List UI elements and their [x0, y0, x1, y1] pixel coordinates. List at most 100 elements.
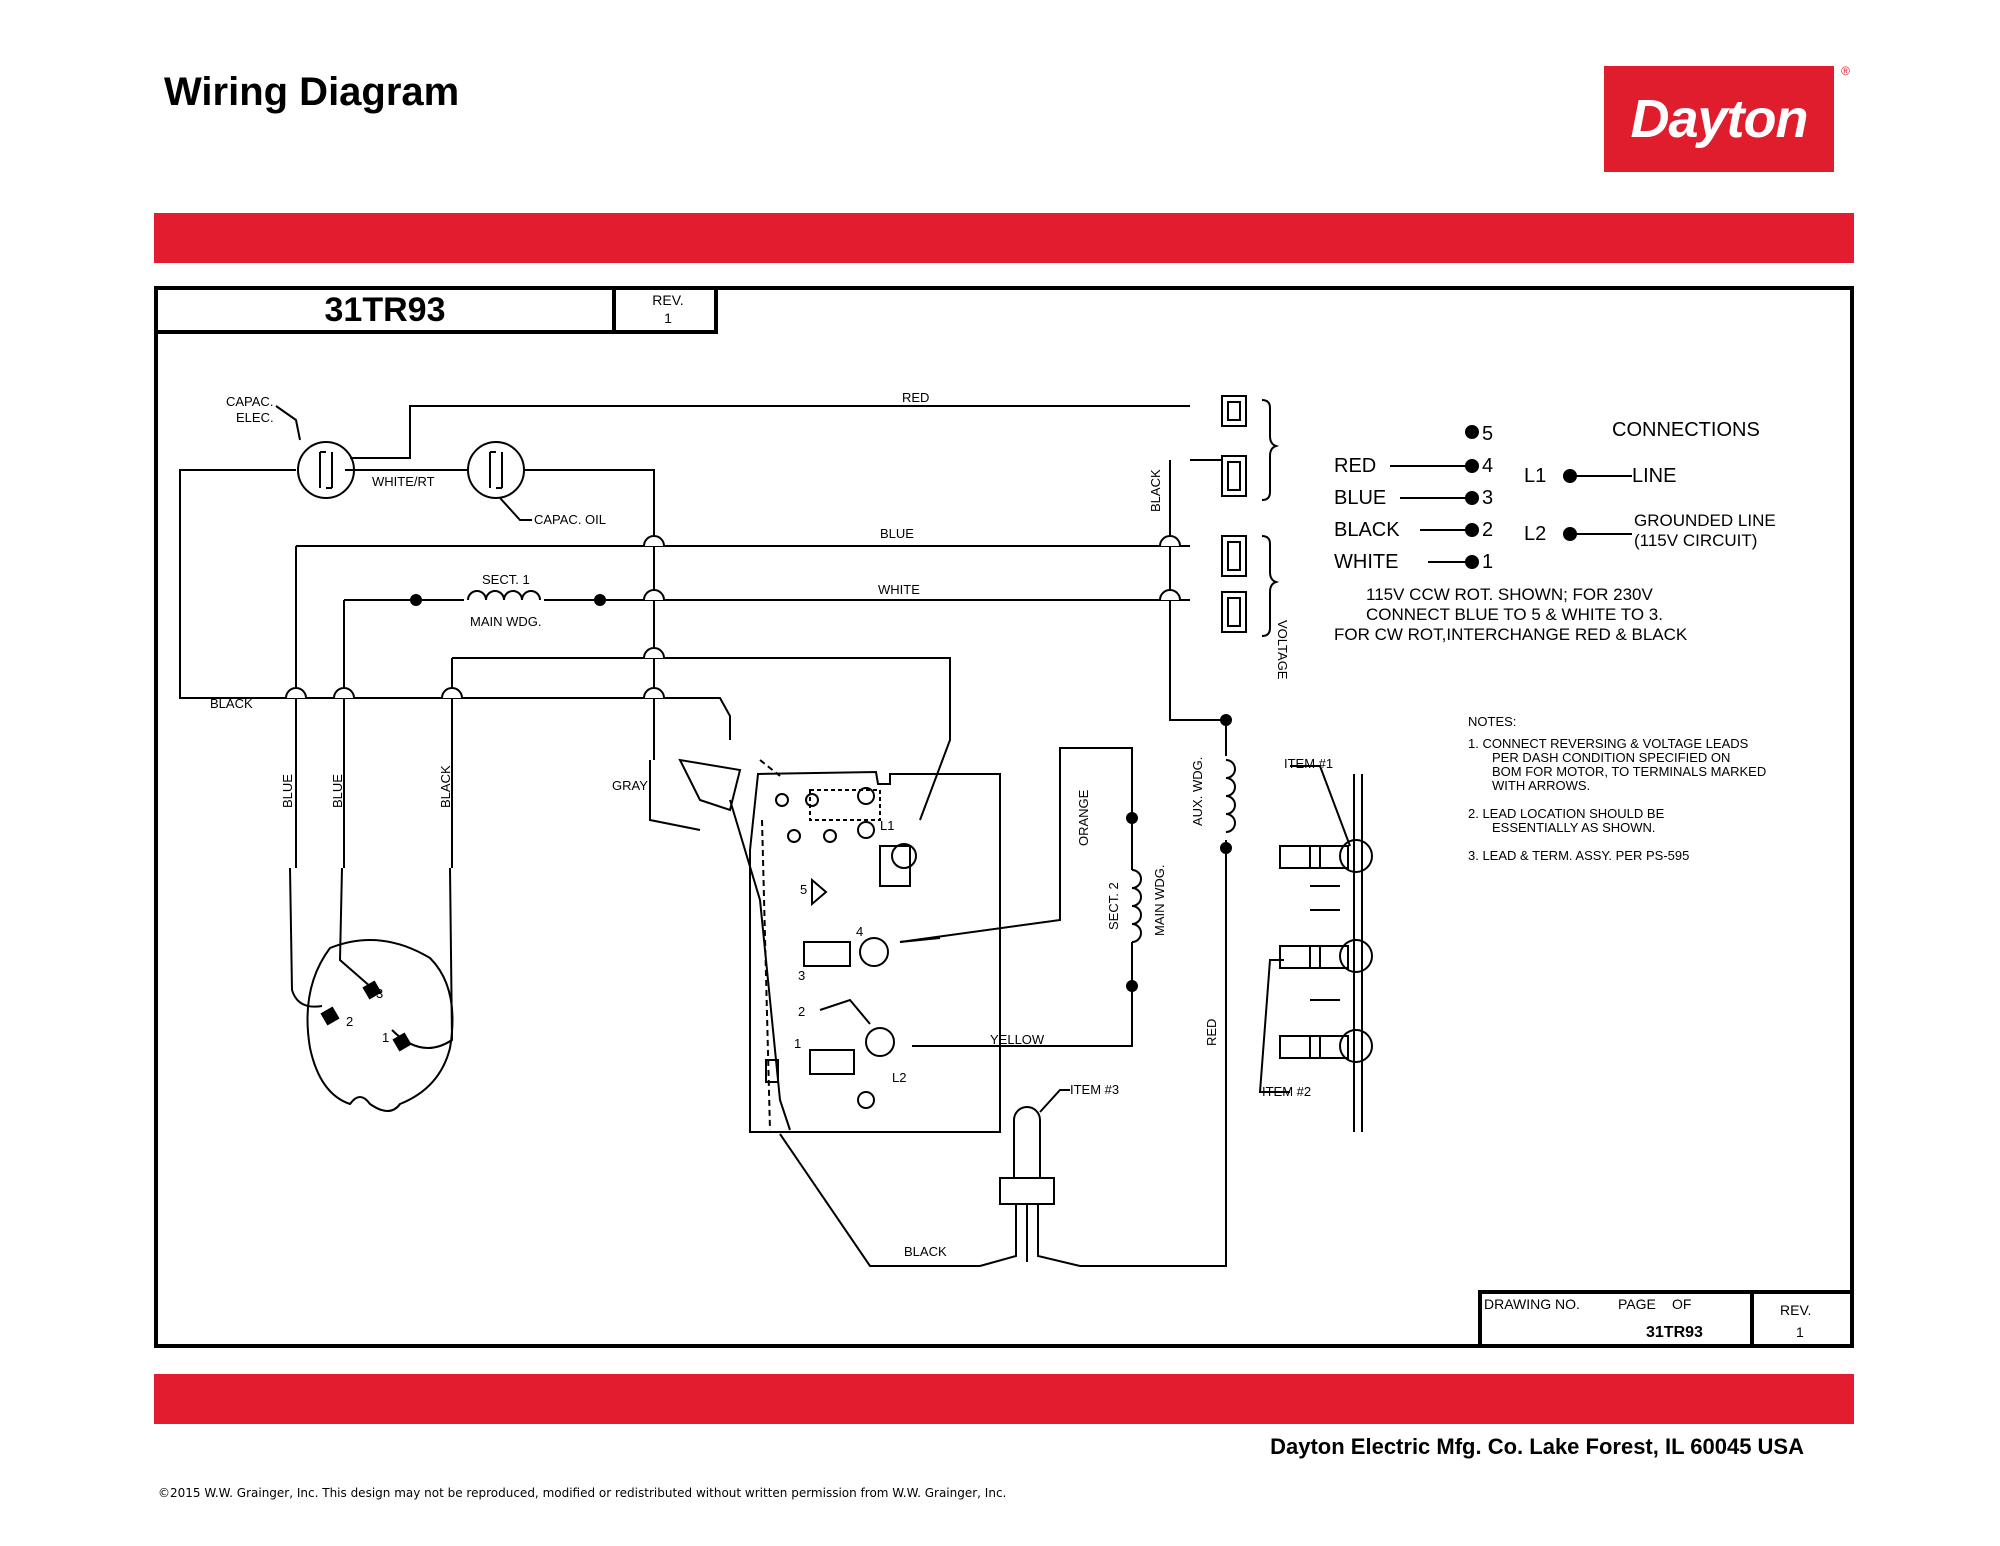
label-capac-elec-2: ELEC. [236, 410, 274, 425]
black-upper-wire [452, 657, 951, 821]
connections-note-2: CONNECT BLUE TO 5 & WHITE TO 3. [1366, 605, 1663, 624]
junction-dot [1220, 714, 1232, 726]
dayton-logo: Dayton ® [1604, 64, 1850, 172]
label-aux-wdg: AUX. WDG. [1190, 757, 1205, 826]
label-gray: GRAY [612, 778, 648, 793]
aux-winding-coil-icon [1225, 759, 1236, 833]
black-bottom-wire [779, 1133, 980, 1267]
connections-note-1: 115V CCW ROT. SHOWN; FOR 230V [1366, 585, 1654, 604]
capac-oil-leader [499, 497, 532, 521]
registered-mark-icon: ® [1841, 64, 1850, 78]
red-wire [350, 405, 1190, 459]
note-1-line-1: 1. CONNECT REVERSING & VOLTAGE LEADS [1468, 736, 1749, 751]
item1-leader [1290, 765, 1351, 847]
l2-target-2: (115V CIRCUIT) [1634, 531, 1757, 550]
quick-connect-terminals [1221, 395, 1247, 633]
orange-yellow-wires [899, 747, 1133, 1047]
junction-dot [1220, 842, 1232, 854]
capac-elec-leader [275, 405, 301, 441]
lead-name-red: RED [1334, 455, 1376, 477]
label-black-v3: BLACK [438, 765, 453, 808]
note-1-line-2: PER DASH CONDITION SPECIFIED ON [1492, 750, 1730, 765]
drawing-no-label: DRAWING NO. [1484, 1296, 1580, 1312]
label-item3: ITEM #3 [1070, 1082, 1119, 1097]
connections-title: CONNECTIONS [1612, 419, 1760, 441]
note-2-line-1: 2. LEAD LOCATION SHOULD BE [1468, 806, 1665, 821]
label-capac-oil: CAPAC. OIL [534, 512, 606, 527]
note-3-line-1: 3. LEAD & TERM. ASSY. PER PS-595 [1468, 848, 1689, 863]
gray-wire [524, 469, 655, 760]
label-terminal-3: 3 [798, 968, 805, 983]
label-item1: ITEM #1 [1284, 756, 1333, 771]
item-terminal-strip [1279, 774, 1373, 1132]
wire-crossovers-3 [1159, 535, 1181, 601]
label-terminal-l1: L1 [880, 818, 894, 833]
label-red: RED [902, 390, 929, 405]
l2-target-1: GROUNDED LINE [1634, 511, 1776, 530]
brace-top [1261, 399, 1280, 501]
wire-crossovers-2 [285, 687, 463, 699]
l2-label: L2 [1524, 523, 1546, 545]
note-1-line-3: BOM FOR MOTOR, TO TERMINALS MARKED [1492, 764, 1766, 779]
lead-num-4: 4 [1482, 455, 1493, 477]
lead-name-blue: BLUE [1334, 487, 1386, 509]
label-sect1-2: MAIN WDG. [470, 614, 542, 629]
note-2-line-2: ESSENTIALLY AS SHOWN. [1492, 820, 1656, 835]
page-label: PAGE [1618, 1296, 1656, 1312]
lead-name-white: WHITE [1334, 551, 1398, 573]
sect2-coil-icon [1131, 869, 1142, 943]
l1-label: L1 [1524, 465, 1546, 487]
black-right-vert-wire [1169, 460, 1226, 721]
wire-crossovers [643, 535, 665, 699]
label-yellow: YELLOW [990, 1032, 1045, 1047]
item3-lamp [979, 1106, 1081, 1267]
capacitor-oil-plates-icon [489, 451, 503, 489]
label-blue-v2: BLUE [330, 774, 345, 808]
black-left-loop-wire [179, 469, 731, 740]
footer-company: Dayton Electric Mfg. Co. Lake Forest, IL… [1270, 1434, 1804, 1459]
bottom-red-band [154, 1374, 1854, 1424]
junction-dot [1126, 812, 1138, 824]
logo-text: Dayton [1630, 89, 1808, 149]
label-plug-2: 2 [346, 1014, 353, 1029]
label-terminal-2: 2 [798, 1004, 805, 1019]
label-sect2-2: MAIN WDG. [1152, 865, 1167, 937]
drawing-number: 31TR93 [1646, 1324, 1703, 1341]
note-1-line-4: WITH ARROWS. [1492, 778, 1590, 793]
t4-lead [899, 937, 941, 943]
connections-note-3: FOR CW ROT,INTERCHANGE RED & BLACK [1334, 625, 1688, 644]
footer-copyright: ©2015 W.W. Grainger, Inc. This design ma… [158, 1486, 1007, 1500]
diagram-frame [154, 286, 1854, 1348]
item3-leader [1039, 1089, 1070, 1113]
label-red-vert: RED [1204, 1019, 1219, 1046]
label-capac-elec-1: CAPAC. [226, 394, 273, 409]
lead-name-black: BLACK [1334, 519, 1400, 541]
label-sect2-1: SECT. 2 [1106, 882, 1121, 930]
label-terminal-5: 5 [800, 882, 807, 897]
connections-legend [1390, 425, 1632, 569]
title-block: DRAWING NO. PAGE OF 31TR93 REV. 1 [1478, 1290, 1854, 1348]
label-blue: BLUE [880, 526, 914, 541]
notes-heading: NOTES: [1468, 714, 1516, 729]
label-plug-3: 3 [376, 986, 383, 1001]
label-terminal-4: 4 [856, 924, 863, 939]
sect1-coil-icon [467, 590, 541, 601]
item2-leader [1258, 959, 1290, 1093]
title-block-rev-value: 1 [1796, 1324, 1804, 1340]
label-blue-v1: BLUE [280, 774, 295, 808]
title-block-divider [1750, 1294, 1754, 1344]
gray-lead [649, 760, 701, 831]
gray-lead-terminal [678, 758, 742, 812]
label-black-left: BLACK [210, 696, 253, 711]
label-white-rt: WHITE/RT [372, 474, 435, 489]
label-terminal-l2: L2 [892, 1070, 906, 1085]
capacitor-elec-plates-icon [319, 451, 333, 489]
label-terminal-1: 1 [794, 1036, 801, 1051]
lead-num-2: 2 [1482, 519, 1493, 541]
rev-value: 1 [664, 310, 672, 326]
lead-num-5: 5 [1482, 423, 1493, 445]
label-plug-1: 1 [382, 1030, 389, 1045]
brace-voltage [1261, 535, 1280, 637]
capacitor-oil-icon [467, 441, 525, 499]
